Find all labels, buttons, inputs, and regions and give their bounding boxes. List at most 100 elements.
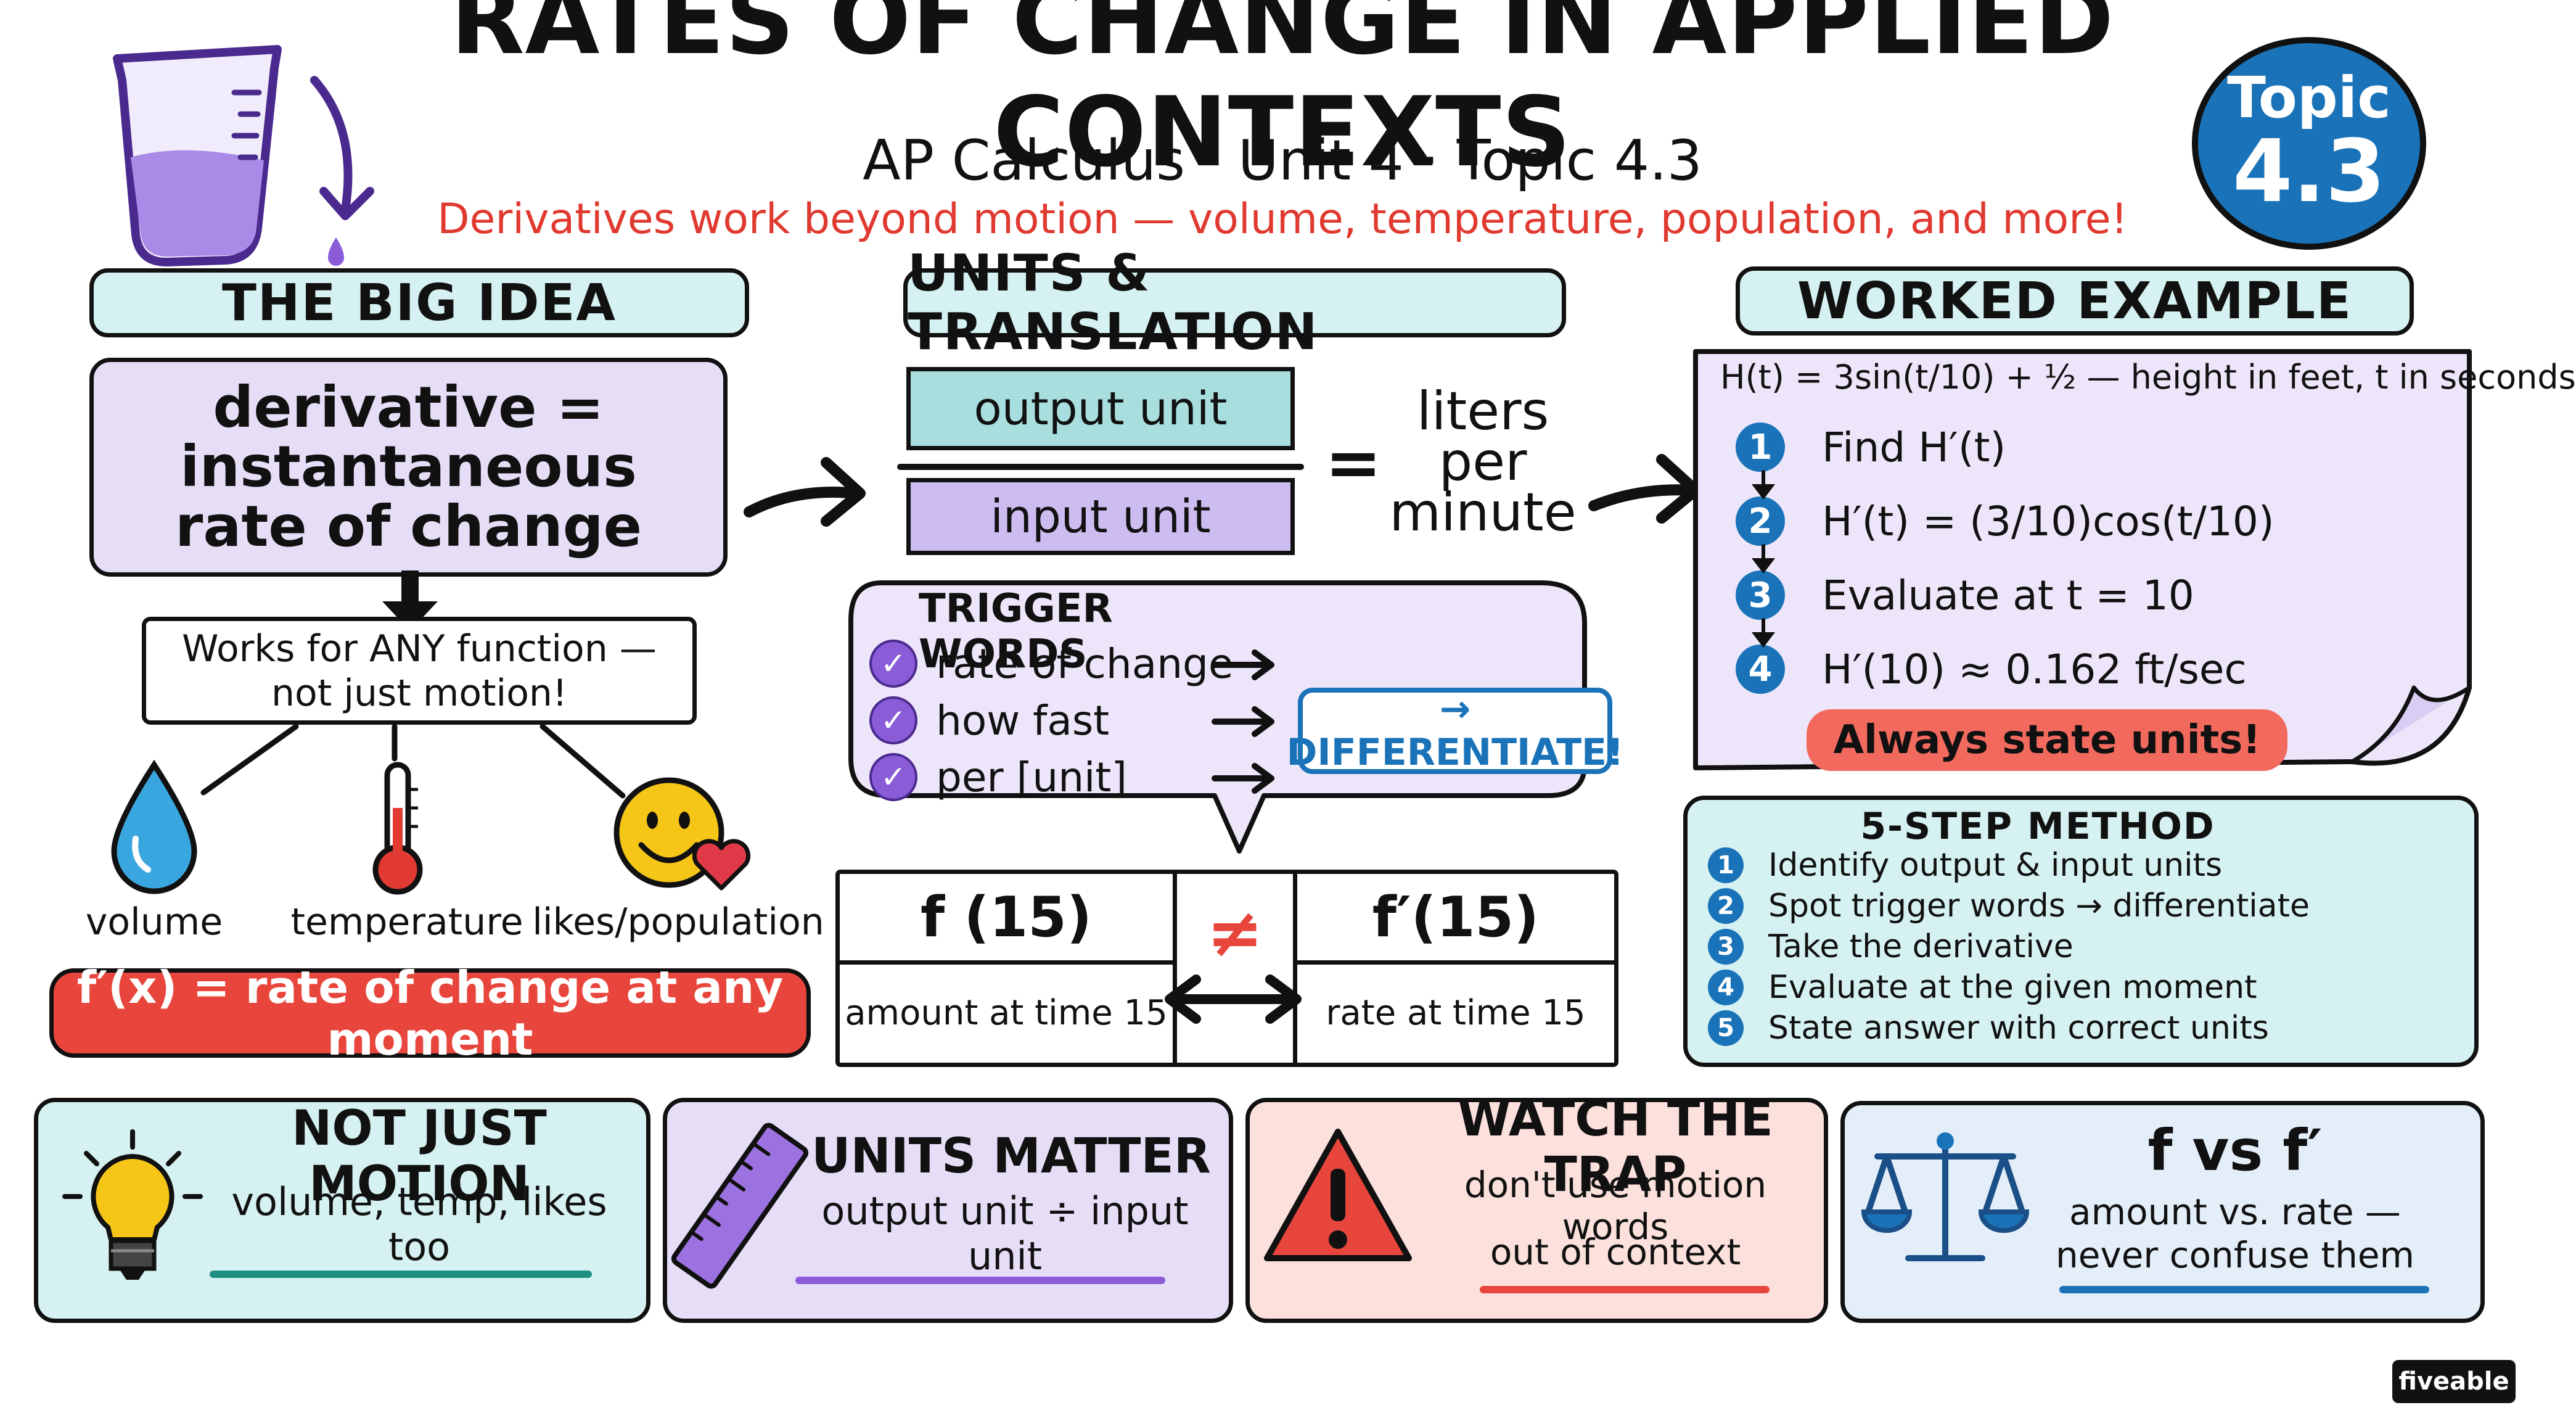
ruler-icon: [666, 1116, 814, 1295]
tip-title: f vs f′: [2147, 1117, 2323, 1184]
thermometer-icon: [364, 759, 432, 900]
tip-text: output unit ÷ input unit: [821, 1188, 1189, 1279]
unit-line-2: per: [1438, 431, 1527, 493]
not-equal-sign: ≠: [1206, 893, 1264, 972]
method-step: 4 Evaluate at the given moment: [1708, 967, 2460, 1008]
double-arrow-icon: [1156, 968, 1310, 1030]
units-heading: UNITS & TRANSLATION: [903, 244, 1566, 361]
water-drop-icon: [102, 759, 207, 894]
comparison-table: f (15) amount at time 15 ≠ f′(15) rate a…: [835, 870, 1618, 1067]
derivative-definition-box: derivative = instantaneous rate of chang…: [89, 358, 728, 577]
method-step-text: Identify output & input units: [1768, 847, 2223, 884]
trigger-words-title: TRIGGER WORDS: [919, 586, 1113, 677]
derivative-banner: f′(x) = rate of change at any moment: [49, 962, 811, 1065]
amount-description: amount at time 15: [845, 992, 1168, 1033]
step-text: H′(10) ≈ 0.162 ft/sec: [1822, 645, 2247, 693]
denominator-box: input unit: [906, 478, 1295, 555]
down-arrow-icon: [376, 570, 444, 632]
topic-badge-word: Topic: [2227, 65, 2391, 131]
note-line-2: not just motion!: [271, 671, 568, 715]
method-step-badge: 4: [1708, 970, 1744, 1005]
method-step-badge: 1: [1708, 847, 1744, 883]
note-line-1: Works for ANY function —: [182, 627, 657, 670]
trigger-words-bubble: [845, 574, 1597, 863]
definition-line-2: instantaneous: [180, 434, 637, 500]
example-unit: liters per minute: [1389, 382, 1577, 543]
example-volume-label: volume: [85, 900, 223, 944]
step-number-badge: 2: [1736, 496, 1785, 546]
method-step-text: Take the derivative: [1768, 928, 2074, 965]
tip-text-secondary: out of context: [1490, 1231, 1741, 1273]
method-title: 5-STEP METHOD: [1860, 805, 2215, 848]
definition-line-1: derivative =: [213, 374, 604, 440]
method-step-text: Spot trigger words → differentiate: [1768, 888, 2310, 925]
step-number-badge: 4: [1736, 645, 1785, 694]
fiveable-logo: fiveable: [2392, 1360, 2516, 1403]
table-divider-right: [1293, 874, 1297, 1063]
page-tagline: Derivatives work beyond motion — volume,…: [437, 194, 2128, 244]
worked-step: 3 Evaluate at t = 10: [1736, 558, 2445, 632]
tip-title: UNITS MATTER: [811, 1129, 1211, 1184]
trigger-arrows: [1208, 641, 1282, 814]
tip-text: volume, temp, likes too: [231, 1179, 607, 1269]
topic-badge-number: 4.3: [2232, 122, 2385, 222]
table-divider-left: [1173, 874, 1177, 1063]
worked-example-heading: WORKED EXAMPLE: [1736, 266, 2414, 336]
numerator-box: output unit: [906, 367, 1295, 450]
differentiate-label: → DIFFERENTIATE!: [1286, 688, 1624, 774]
page-subtitle: AP Calculus · Unit 4 · Topic 4.3: [863, 128, 1702, 193]
method-step: 3 Take the derivative: [1708, 926, 2460, 967]
trigger-item: ✓ rate of change: [869, 635, 1301, 692]
smiley-heart-icon: [610, 774, 758, 897]
worked-example-card: [1686, 342, 2482, 786]
lightbulb-icon: [59, 1129, 207, 1283]
method-step-badge: 2: [1708, 888, 1744, 924]
method-step-text: Evaluate at the given moment: [1768, 969, 2257, 1006]
example-temperature-label: temperature: [290, 900, 523, 944]
equals-sign: =: [1324, 423, 1382, 502]
trigger-word: per [unit]: [936, 753, 1127, 801]
trigger-item: ✓ per [unit]: [869, 749, 1301, 805]
method-step: 2 Spot trigger words → differentiate: [1708, 886, 2460, 926]
trigger-list: ✓ rate of change ✓ how fast ✓ per [unit]: [869, 635, 1301, 808]
step-text: H′(t) = (3/10)cos(t/10): [1822, 497, 2275, 545]
trigger-word: rate of change: [936, 640, 1234, 688]
worked-step: 2 H′(t) = (3/10)cos(t/10): [1736, 484, 2445, 558]
rate-title: f′(15): [1372, 884, 1540, 950]
trigger-word: how fast: [936, 696, 1110, 744]
tip-underline: [795, 1277, 1165, 1284]
method-step-list: 1 Identify output & input units 2 Spot t…: [1708, 845, 2460, 1055]
table-row-divider-left: [840, 960, 1173, 965]
beaker-icon: [92, 25, 413, 271]
rate-description: rate at time 15: [1326, 992, 1586, 1033]
check-icon: ✓: [869, 753, 917, 801]
tip-underline: [2059, 1286, 2429, 1293]
tip-underline: [210, 1271, 592, 1278]
step-connector-arrows: [1748, 469, 1779, 678]
function-definition: H(t) = 3sin(t/10) + ½ — height in feet, …: [1720, 358, 2576, 397]
worked-step: 1 Find H′(t): [1736, 410, 2445, 484]
check-icon: ✓: [869, 696, 917, 744]
topic-badge: Topic 4.3: [2192, 37, 2426, 250]
unit-line-3: minute: [1389, 481, 1577, 543]
method-step: 1 Identify output & input units: [1708, 845, 2460, 886]
units-reminder: Always state units!: [1807, 709, 2287, 771]
tip-text: don't use motion words: [1464, 1164, 1767, 1248]
fraction-bar: [897, 464, 1304, 470]
five-step-method-card: [1683, 796, 2479, 1067]
method-step-text: State answer with correct units: [1768, 1010, 2269, 1047]
amount-title: f (15): [921, 884, 1092, 950]
step-number-badge: 1: [1736, 422, 1785, 472]
arrow-right-icon-1: [740, 444, 876, 530]
method-step: 5 State answer with correct units: [1708, 1008, 2460, 1048]
connector-lines: [200, 723, 626, 799]
method-step-badge: 5: [1708, 1010, 1744, 1046]
table-row-divider-right: [1297, 960, 1614, 965]
step-number-badge: 3: [1736, 570, 1785, 620]
tip-text-secondary: never confuse them: [2055, 1234, 2415, 1276]
big-idea-heading: THE BIG IDEA: [89, 268, 749, 337]
any-function-note: Works for ANY function — not just motion…: [142, 617, 697, 725]
example-population-label: likes/population: [532, 900, 824, 944]
check-icon: ✓: [869, 640, 917, 688]
tip-text: amount vs. rate —: [2069, 1191, 2401, 1233]
